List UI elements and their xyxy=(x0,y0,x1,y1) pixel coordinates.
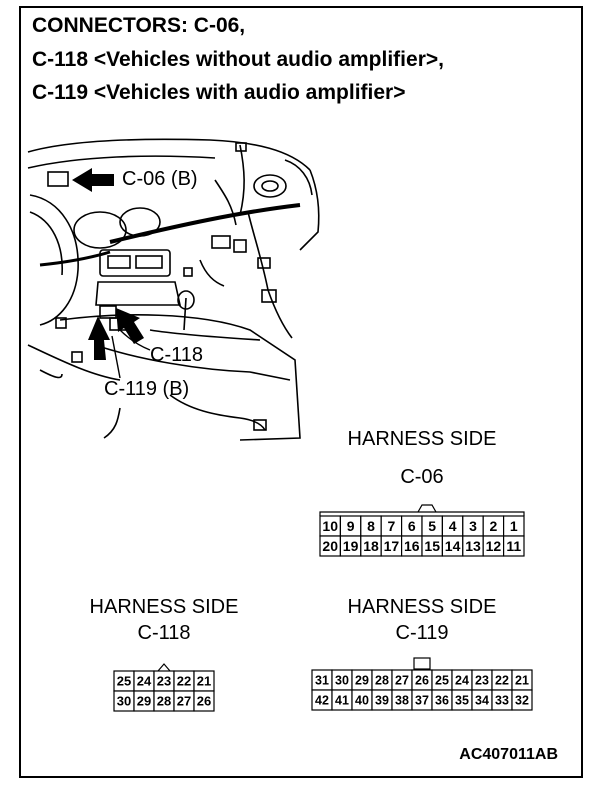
pin-number: 33 xyxy=(495,694,509,708)
pin-number: 35 xyxy=(455,694,469,708)
pin-cell xyxy=(193,690,215,712)
pin-number: 6 xyxy=(408,518,416,534)
pin-number: 25 xyxy=(117,674,131,689)
pin-number: 5 xyxy=(428,518,436,534)
figure-code: AC407011AB xyxy=(459,746,558,763)
pin-number: 3 xyxy=(469,518,477,534)
pin-number: 1 xyxy=(510,518,518,534)
pin-number: 21 xyxy=(197,674,211,689)
pin-number: 31 xyxy=(315,674,329,688)
pin-number: 30 xyxy=(117,694,131,709)
pin-number: 17 xyxy=(384,538,400,554)
pin-cell xyxy=(511,689,533,711)
pin-number: 10 xyxy=(322,518,338,534)
c06-name-label: C-06 xyxy=(400,466,444,488)
pin-number: 13 xyxy=(465,538,481,554)
pin-cell xyxy=(503,535,525,557)
pin-number: 28 xyxy=(157,694,171,709)
pin-number: 32 xyxy=(515,694,529,708)
pin-number: 19 xyxy=(343,538,359,554)
pin-number: 15 xyxy=(424,538,440,554)
pin-number: 14 xyxy=(445,538,461,554)
pin-number: 7 xyxy=(388,518,396,534)
pin-number: 39 xyxy=(375,694,389,708)
pin-number: 28 xyxy=(375,674,389,688)
pin-number: 23 xyxy=(475,674,489,688)
pin-number: 8 xyxy=(367,518,375,534)
title-line-2: C-118 <Vehicles without audio amplifier>… xyxy=(32,48,444,71)
callout-c118: C-118 xyxy=(150,344,203,366)
title-line-1: CONNECTORS: C-06, xyxy=(32,14,246,37)
pin-number: 42 xyxy=(315,694,329,708)
pin-number: 4 xyxy=(449,518,457,534)
pin-number: 40 xyxy=(355,694,369,708)
pin-number: 9 xyxy=(347,518,355,534)
pin-number: 20 xyxy=(322,538,338,554)
pin-number: 29 xyxy=(355,674,369,688)
pin-number: 36 xyxy=(435,694,449,708)
pin-number: 22 xyxy=(177,674,191,689)
c118-name-label: C-118 xyxy=(137,622,191,644)
c06-side-label: HARNESS SIDE xyxy=(347,428,497,450)
pin-number: 27 xyxy=(177,694,191,709)
pin-number: 23 xyxy=(157,674,171,689)
pin-number: 30 xyxy=(335,674,349,688)
pin-number: 26 xyxy=(197,694,211,709)
connector-c118: 25 24 23 22 21 30 29 28 27 26 xyxy=(113,663,215,712)
pin-number: 26 xyxy=(415,674,429,688)
pin-number: 27 xyxy=(395,674,409,688)
pin-number: 37 xyxy=(415,694,429,708)
pin-number: 21 xyxy=(515,674,529,688)
title-line-3: C-119 <Vehicles with audio amplifier> xyxy=(32,81,406,104)
pin-number: 41 xyxy=(335,694,349,708)
connector-c119: 31 30 29 28 27 26 25 24 23 22 21 42 41 40 39 38 37 36 35 34… xyxy=(311,657,533,711)
pin-number: 2 xyxy=(490,518,498,534)
callout-c119: C-119 (B) xyxy=(104,378,190,400)
diagram-frame xyxy=(19,6,583,778)
pin-number: 12 xyxy=(486,538,502,554)
callout-c06: C-06 (B) xyxy=(122,168,198,190)
c118-side-label: HARNESS SIDE xyxy=(89,596,239,618)
c119-side-label: HARNESS SIDE xyxy=(347,596,497,618)
c119-name-label: C-119 xyxy=(395,622,449,644)
pin-number: 22 xyxy=(495,674,509,688)
pin-number: 24 xyxy=(455,674,469,688)
pin-number: 34 xyxy=(475,694,489,708)
pin-number: 24 xyxy=(137,674,152,689)
pin-number: 16 xyxy=(404,538,420,554)
pin-number: 25 xyxy=(435,674,449,688)
pin-number: 18 xyxy=(363,538,379,554)
pin-number: 11 xyxy=(506,538,521,554)
pin-number: 29 xyxy=(137,694,151,709)
pin-number: 38 xyxy=(395,694,409,708)
